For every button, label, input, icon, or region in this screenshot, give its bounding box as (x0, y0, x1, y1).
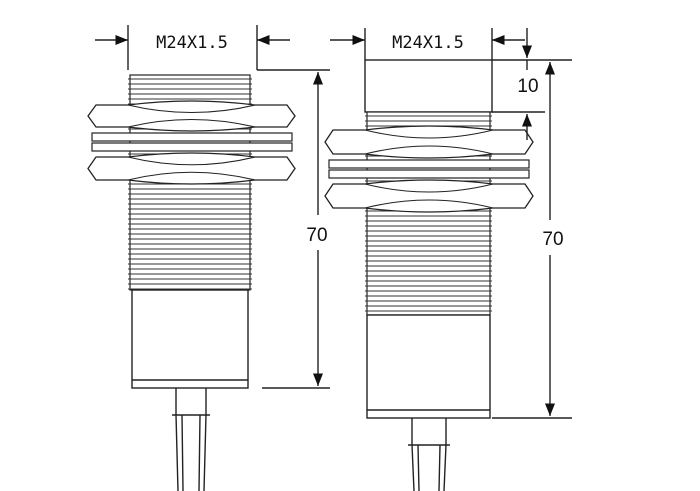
left-length-label: 70 (306, 225, 327, 246)
washer (328, 169, 530, 179)
left-sensor (87, 74, 296, 491)
washer (91, 132, 293, 142)
left-sensor-body (131, 289, 249, 389)
right-sensor-body (366, 314, 491, 419)
washer (91, 142, 293, 152)
right-cable (408, 418, 450, 491)
right-sensor (324, 59, 534, 491)
hex-nut (324, 179, 534, 213)
right-length-label: 70 (542, 229, 563, 250)
left-cable (172, 388, 210, 491)
hex-nut (324, 125, 534, 159)
left-dimensions: M24X1.5 70 (95, 25, 330, 389)
hex-nut (87, 100, 296, 132)
left-nuts-washers (87, 100, 296, 185)
washer (328, 159, 530, 169)
left-thread-label: M24X1.5 (156, 33, 228, 53)
right-dimensions: M24X1.5 10 70 (330, 28, 572, 419)
right-cap-length-label: 10 (517, 76, 538, 97)
right-thread-label: M24X1.5 (392, 33, 464, 53)
right-nuts-washers (324, 125, 534, 213)
right-sensor-cap (364, 59, 493, 113)
hex-nut (87, 152, 296, 185)
